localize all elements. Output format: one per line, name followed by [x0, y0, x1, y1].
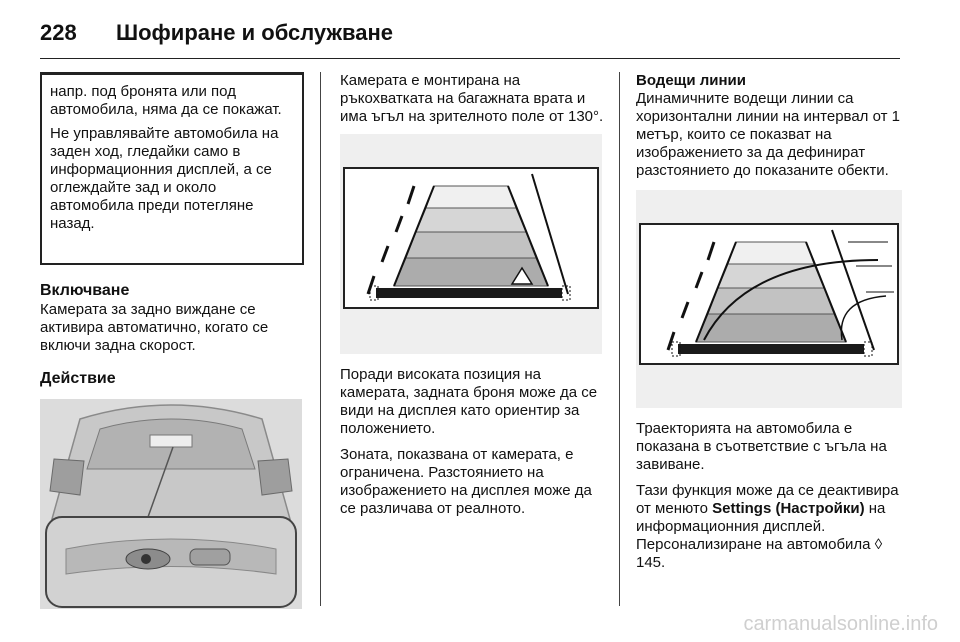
heading-activation: Включване [40, 282, 130, 299]
warning-text-2: Не управлявайте автомобила на заден ход,… [50, 125, 279, 232]
warning-text-1: напр. под бронята или под автомобила, ня… [50, 83, 282, 118]
column-middle: Камерата е монтирана на ръкохватката на … [340, 72, 604, 526]
column-left: напр. под бронята или под автомобила, ня… [40, 72, 304, 609]
page-ref-number: 145. [636, 554, 666, 571]
column-right: Водещи линии Динамичните водещи линии са… [636, 72, 902, 580]
camera-view-figure [340, 134, 602, 354]
guide-lines-text: Динамичните водещи линии са хоризонтални… [636, 90, 900, 179]
deactivate-post: на информационния дисплей. Персонализира… [636, 500, 886, 553]
column-divider-2 [619, 72, 620, 606]
guide-lines-svg [639, 223, 899, 365]
guide-lines-figure [636, 190, 902, 408]
heading-guide-lines: Водещи линии [636, 72, 746, 89]
column-divider-1 [320, 72, 321, 606]
trajectory-text: Траекторията на автомобила е показана в … [636, 420, 887, 473]
car-rear-svg [40, 399, 302, 609]
activation-text: Камерата за задно виждане се активира ав… [40, 301, 269, 354]
camera-zone-text: Зоната, показвана от камерата, е огранич… [340, 446, 592, 517]
page-number: 228 [40, 20, 77, 45]
rear-car-illustration [40, 399, 302, 609]
bumper-text: Поради високата позиция на камерата, зад… [340, 366, 598, 437]
page-ref-arrow-icon: ◊ [874, 536, 883, 553]
camera-mount-text: Камерата е монтирана на ръкохватката на … [340, 72, 604, 125]
chapter-title: Шофиране и обслужване [116, 20, 394, 45]
header-divider [40, 58, 900, 59]
settings-menu-label: Settings (Настройки) [712, 500, 865, 517]
page-header: 228 Шофиране и обслужване [40, 12, 920, 58]
deactivate-pre: Тази функция може да се деактивира от ме… [636, 482, 899, 517]
heading-function: Действие [40, 370, 116, 387]
deactivate-text: Тази функция може да се деактивира от ме… [636, 482, 902, 572]
watermark: carmanualsonline.info [743, 613, 938, 635]
camera-view-svg [343, 167, 599, 309]
warning-box: напр. под бронята или под автомобила, ня… [40, 72, 304, 265]
